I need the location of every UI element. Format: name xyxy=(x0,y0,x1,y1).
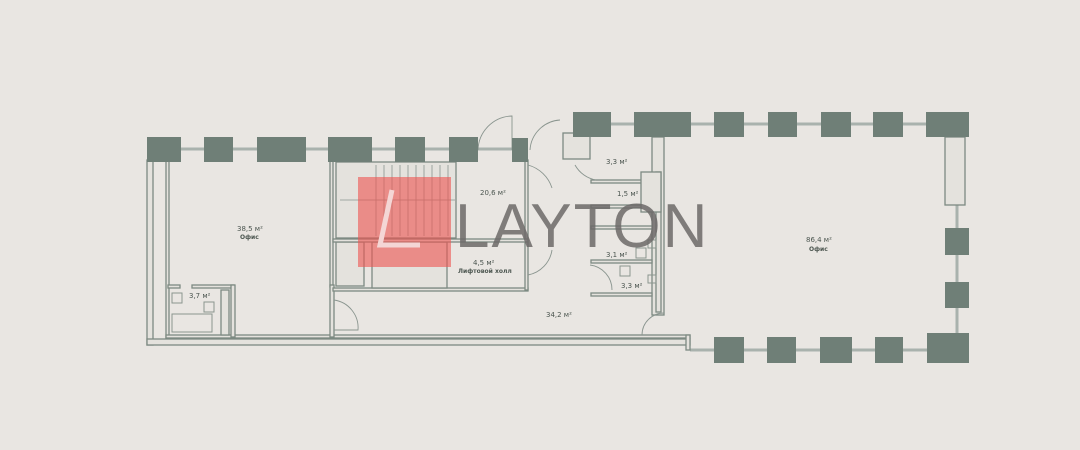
room-name: Офис xyxy=(809,246,828,253)
room-area: 34,2 м² xyxy=(546,311,572,319)
room-labels: 38,5 м² Офис 20,6 м² 4,5 м² Лифтовой хол… xyxy=(189,158,832,319)
logo-letter-l xyxy=(376,189,420,248)
room-area: 4,5 м² xyxy=(473,259,495,267)
room-area: 3,3 м² xyxy=(606,158,628,166)
pillars xyxy=(147,112,969,363)
room-name: Лифтовой холл xyxy=(458,268,512,275)
layton-watermark: LAYTON xyxy=(358,177,709,267)
room-area: 3,3 м² xyxy=(621,282,643,290)
room-name: Офис xyxy=(240,234,259,241)
room-area: 1,5 м² xyxy=(617,190,639,198)
room-area: 3,1 м² xyxy=(606,251,628,259)
room-area: 3,7 м² xyxy=(189,292,211,300)
watermark-text: LAYTON xyxy=(455,192,709,261)
doors xyxy=(333,115,665,336)
room-area: 38,5 м² xyxy=(237,225,263,233)
room-area: 86,4 м² xyxy=(806,236,832,244)
room-area: 20,6 м² xyxy=(480,189,506,197)
logo-mark xyxy=(358,177,451,267)
